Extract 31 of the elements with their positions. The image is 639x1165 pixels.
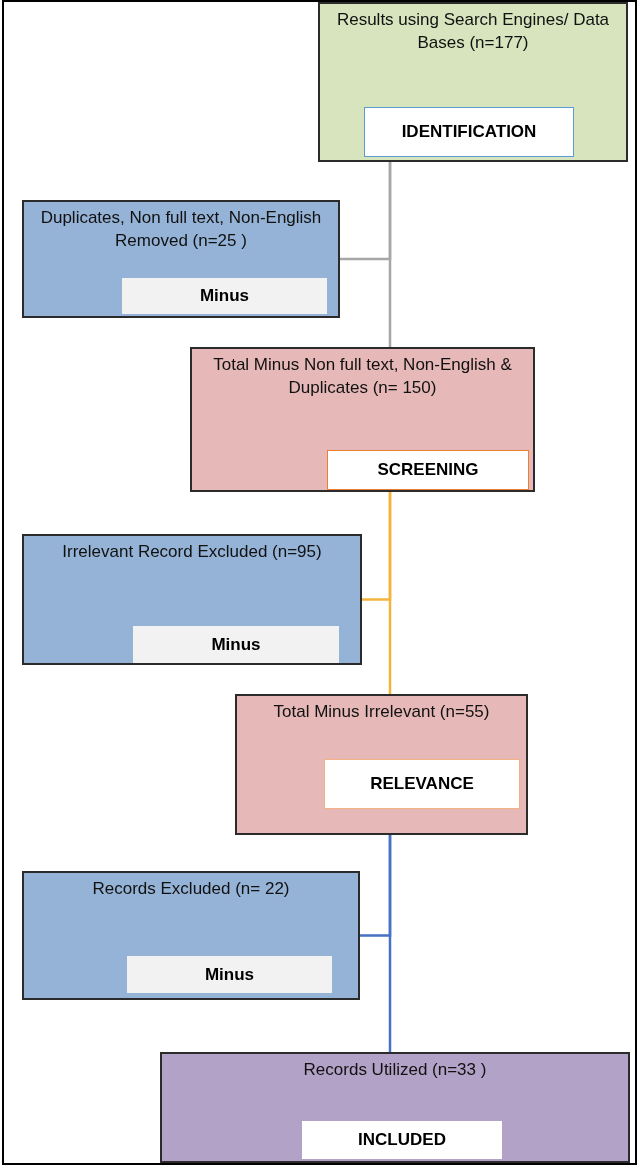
stage-label-box xyxy=(327,450,529,490)
process-box xyxy=(22,871,360,1000)
stage-label-box xyxy=(127,956,332,993)
connector-line xyxy=(388,835,392,1052)
process-box xyxy=(190,347,535,492)
process-box xyxy=(235,694,528,835)
stage-label-box xyxy=(122,278,327,314)
stage-label: Minus xyxy=(204,963,255,986)
box-text: Irrelevant Record Excluded (n=95) xyxy=(61,541,323,563)
stage-label-box xyxy=(364,107,574,157)
stage-label-box xyxy=(324,759,520,809)
box-text: Total Minus Irrelevant (n=55) xyxy=(272,701,491,723)
stage-label: INCLUDED xyxy=(358,1129,446,1152)
box-text: Records Excluded (n= 22) xyxy=(91,878,291,900)
process-box xyxy=(160,1052,630,1163)
process-box xyxy=(22,534,362,665)
process-box xyxy=(22,200,340,318)
box-text: Records Utilized (n=33 ) xyxy=(302,1059,488,1081)
stage-label-box xyxy=(302,1121,502,1159)
stage-label: IDENTIFICATION xyxy=(401,121,537,144)
stage-label: Minus xyxy=(199,285,250,308)
stage-label: Minus xyxy=(211,633,261,656)
connector-line xyxy=(388,162,392,347)
connector-line xyxy=(388,492,392,694)
box-text: Results using Search Engines/ Data Bases (n=177) xyxy=(335,9,611,54)
box-text: Duplicates, Non full text, Non-English Removed (n=25 ) xyxy=(39,207,323,252)
process-box xyxy=(318,2,628,162)
stage-label: SCREENING xyxy=(377,459,479,482)
stage-label-box xyxy=(133,626,339,663)
box-text: Total Minus Non full text, Non-English & Duplicates (n= 150) xyxy=(212,354,513,399)
stage-label: RELEVANCE xyxy=(370,773,474,796)
